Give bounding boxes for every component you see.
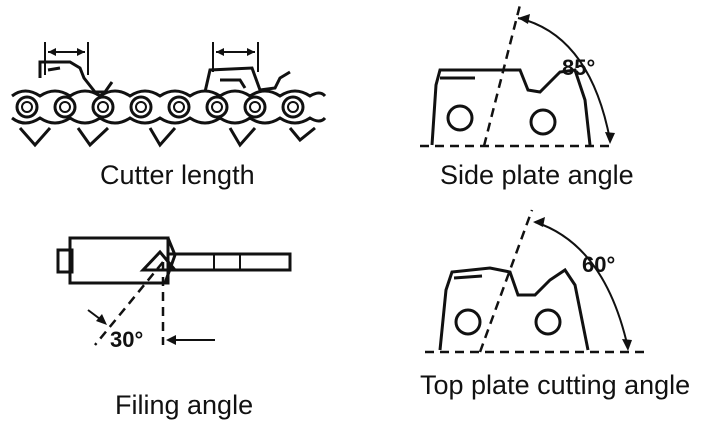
cutter-length-caption: Cutter length bbox=[100, 160, 255, 190]
filing-panel: 30° Filing angle bbox=[0, 200, 340, 421]
top-plate-caption: Top plate cutting angle bbox=[420, 370, 691, 400]
filing-angle-label: 30° bbox=[110, 327, 143, 352]
cutter-length-panel: Cutter length bbox=[0, 0, 340, 190]
top-plate-angle-label: 60° bbox=[582, 252, 615, 277]
side-plate-caption: Side plate angle bbox=[440, 160, 634, 190]
filing-illustration: 30° bbox=[56, 236, 292, 352]
top-plate-panel: 60° Top plate cutting angle bbox=[410, 200, 715, 421]
chain-illustration bbox=[11, 42, 327, 148]
side-plate-panel: 85° Side plate angle bbox=[400, 0, 715, 190]
side-plate-angle-label: 85° bbox=[562, 55, 595, 80]
side-plate-illustration: 85° bbox=[420, 4, 615, 148]
filing-caption: Filing angle bbox=[115, 390, 254, 420]
top-plate-illustration: 60° bbox=[425, 209, 650, 354]
